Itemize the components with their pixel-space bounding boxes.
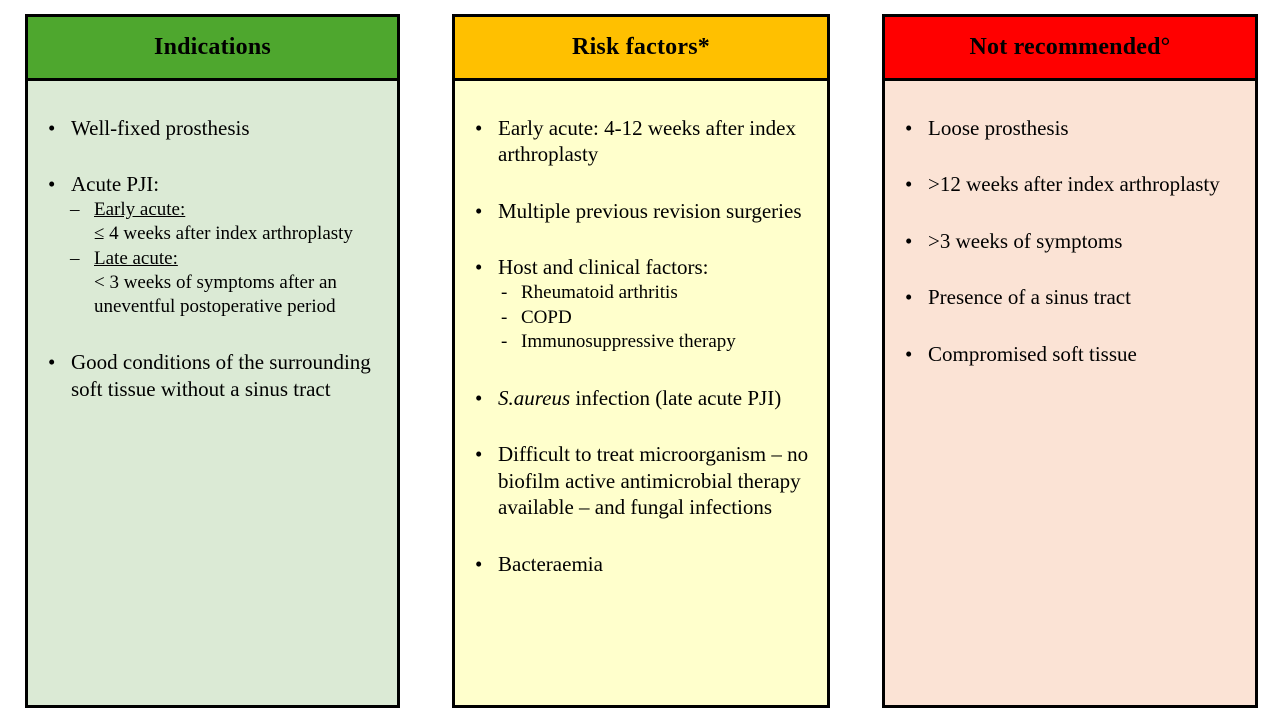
list-item-text: >3 weeks of symptoms: [928, 228, 1123, 253]
list-item: • Presence of a sinus tract: [905, 284, 1237, 310]
panel-header-not-recommended: Not recommended°: [882, 14, 1258, 81]
list-item-text: COPD: [521, 306, 572, 328]
panel-risk-factors: Risk factors* • Early acute: 4-12 weeks a…: [452, 14, 830, 708]
list-spacer: [475, 224, 809, 254]
bullet-icon: •: [905, 172, 913, 197]
list-spacer: [905, 311, 1237, 341]
panel-header-risk-factors: Risk factors*: [452, 14, 830, 81]
panel-indications: Indications • Well-fixed prosthesis • Acute…: [25, 14, 400, 708]
list-item-text: Presence of a sinus tract: [928, 285, 1131, 310]
bullet-icon: •: [475, 116, 483, 140]
panel-title-risk-factors: Risk factors*: [572, 34, 710, 60]
list-spacer: [475, 355, 809, 385]
bullet-icon: •: [475, 198, 483, 223]
bullet-icon: •: [475, 551, 483, 576]
list-item-text: Late acute:: [94, 247, 178, 269]
list-item-text: S.aureus infection (late acute PJI): [498, 385, 782, 410]
list-item: • Acute PJI:: [48, 171, 379, 197]
list-item: • >3 weeks of symptoms: [905, 228, 1237, 254]
bullet-icon: •: [905, 341, 913, 366]
list-spacer: [905, 198, 1237, 228]
list-item-text: ≤ 4 weeks after index arthroplasty: [94, 223, 353, 245]
list-spacer: [905, 141, 1237, 171]
panel-body-risk-factors: • Early acute: 4-12 weeks after index art…: [452, 81, 830, 708]
list-item-text: Difficult to treat microorganism – no bi…: [498, 442, 809, 520]
list-item: • >12 weeks after index arthroplasty: [905, 171, 1237, 197]
bullet-icon: •: [48, 350, 56, 375]
dash-icon: -: [501, 281, 508, 303]
bullet-icon: •: [475, 442, 483, 467]
list-item-text: Early acute: 4-12 weeks after index arth…: [498, 116, 796, 167]
bullet-icon: •: [475, 385, 483, 410]
bullet-icon: •: [905, 116, 913, 140]
list-item: • Difficult to treat microorganism – no b…: [475, 441, 809, 520]
list-spacer: [475, 411, 809, 441]
panel-not-recommended: Not recommended° • Loose prosthesis • >12 w…: [882, 14, 1258, 708]
list-item: –Late acute:: [48, 247, 379, 271]
list-item-text: Acute PJI:: [71, 172, 160, 197]
panel-body-not-recommended: • Loose prosthesis • >12 weeks after index …: [882, 81, 1258, 708]
bullet-icon: •: [905, 285, 913, 310]
list-item: • Early acute: 4-12 weeks after index art…: [475, 115, 809, 168]
list-item: -COPD: [475, 306, 809, 331]
list-item-text: Compromised soft tissue: [928, 341, 1137, 366]
list-item: -Rheumatoid arthritis: [475, 281, 809, 306]
list-spacer: [905, 254, 1237, 284]
bullet-icon: •: [48, 116, 56, 140]
panel-header-indications: Indications: [25, 14, 400, 81]
list-item: -Immunosuppressive therapy: [475, 330, 809, 355]
list-item-text: Loose prosthesis: [928, 116, 1069, 140]
list-item-text: Rheumatoid arthritis: [521, 281, 678, 303]
list-spacer: [48, 319, 379, 349]
list-spacer: [48, 141, 379, 171]
bullet-icon: •: [48, 172, 56, 197]
list-item-text: Well-fixed prosthesis: [71, 116, 250, 140]
list-item: • Good conditions of the surrounding soft…: [48, 349, 379, 402]
list-item-text: Bacteraemia: [498, 551, 603, 576]
list-item-text: Multiple previous revision surgeries: [498, 198, 802, 223]
list-item: –Early acute:: [48, 198, 379, 222]
list-item-text: >12 weeks after index arthroplasty: [928, 172, 1220, 197]
list-item: • Well-fixed prosthesis: [48, 115, 379, 141]
panel-title-indications: Indications: [154, 34, 271, 60]
list-item: • Bacteraemia: [475, 551, 809, 577]
dash-icon: -: [501, 306, 508, 328]
list-item: • Host and clinical factors:: [475, 254, 809, 280]
dash-icon: –: [70, 198, 80, 220]
list-item-text: Early acute:: [94, 198, 186, 220]
list-item: • S.aureus infection (late acute PJI): [475, 385, 809, 411]
dash-icon: -: [501, 331, 508, 353]
panel-title-not-recommended: Not recommended°: [969, 34, 1171, 60]
list-item: < 3 weeks of symptoms after an uneventfu…: [48, 271, 379, 320]
list-item: • Multiple previous revision surgeries: [475, 198, 809, 224]
dash-icon: –: [70, 247, 80, 269]
list-spacer: [475, 521, 809, 551]
list-item: • Compromised soft tissue: [905, 341, 1237, 367]
list-item: ≤ 4 weeks after index arthroplasty: [48, 222, 379, 246]
list-item-text: Good conditions of the surrounding soft …: [71, 350, 371, 401]
list-item-text: Host and clinical factors:: [498, 255, 709, 280]
list-spacer: [475, 168, 809, 198]
panel-body-indications: •Well-fixed prosthesis•Acute PJI:–Early …: [25, 81, 400, 708]
bullet-icon: •: [475, 255, 483, 280]
list-item-text: < 3 weeks of symptoms after an uneventfu…: [94, 271, 337, 318]
bullet-icon: •: [905, 228, 913, 253]
list-item-text: Immunosuppressive therapy: [521, 331, 736, 353]
list-item: • Loose prosthesis: [905, 115, 1237, 141]
